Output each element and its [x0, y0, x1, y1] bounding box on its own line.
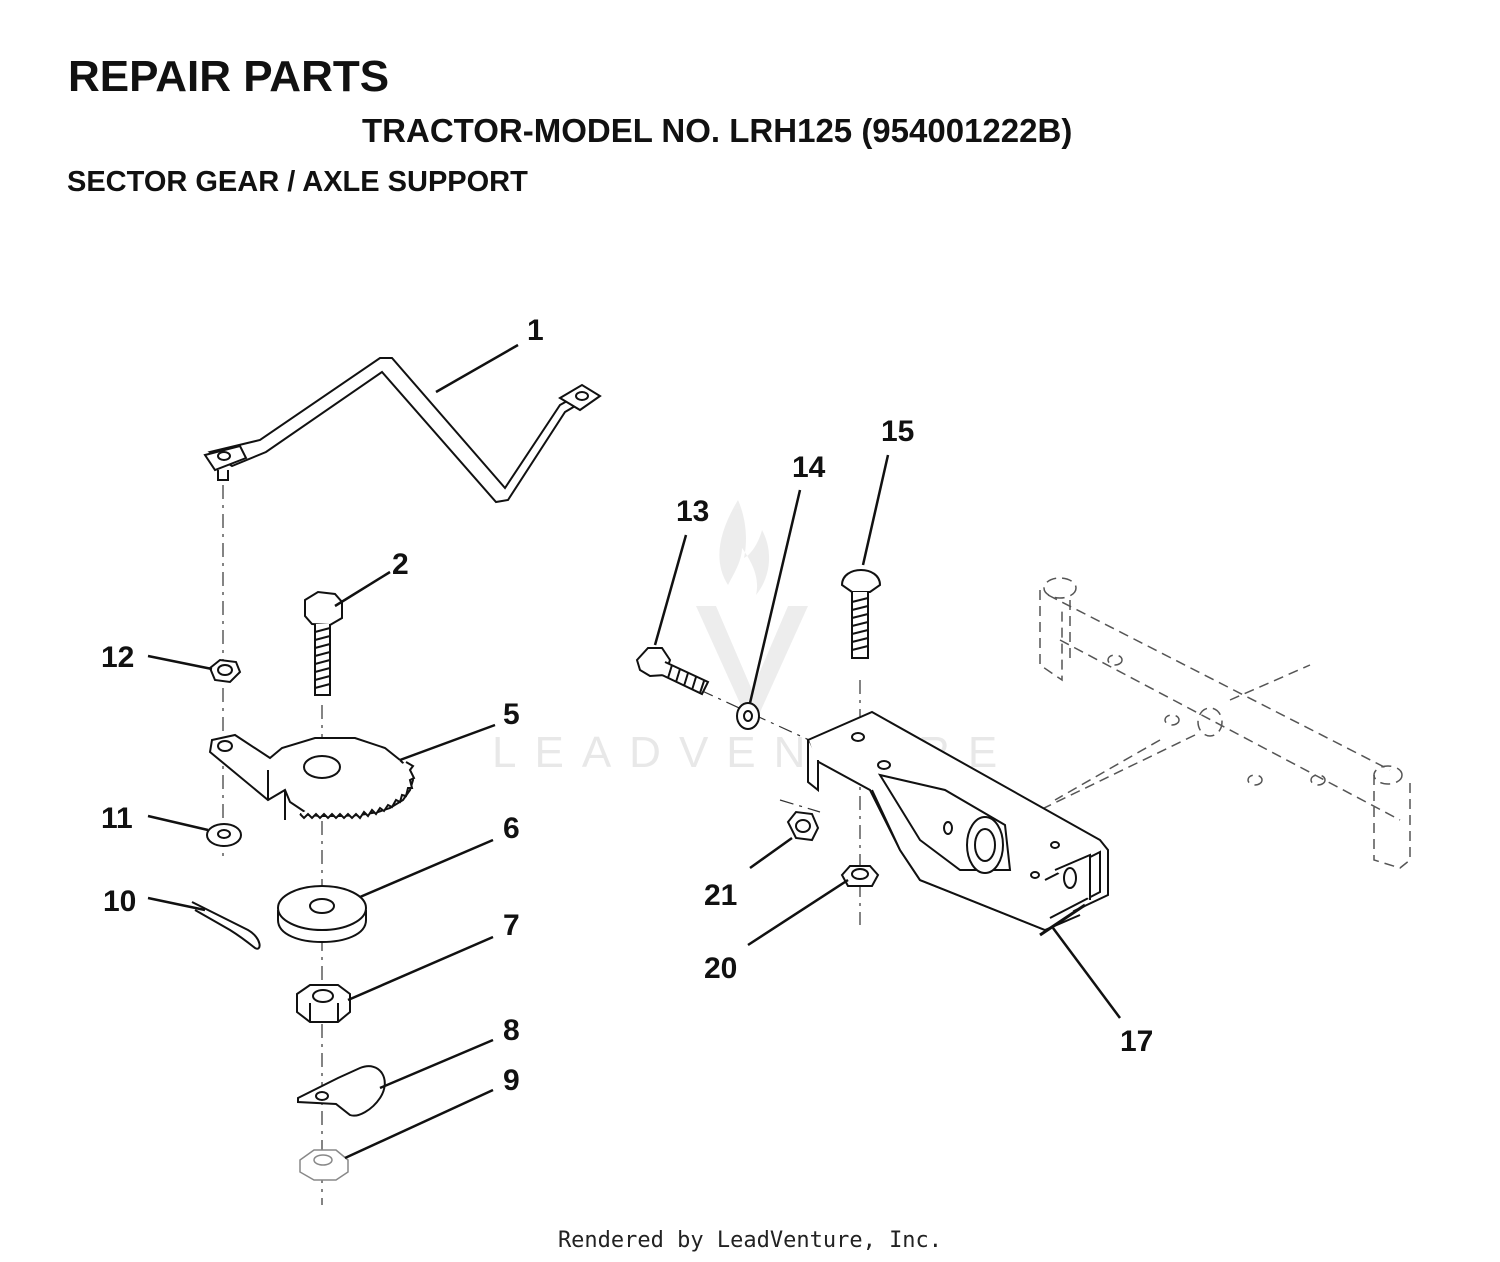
callout-labels: 1 2 5 6 7 8 9 10 11 12 13 14 15 17 20 21 [101, 314, 1153, 1097]
callout-15: 15 [881, 415, 914, 448]
callout-8: 8 [503, 1014, 520, 1047]
callout-20: 20 [704, 952, 737, 985]
washer-part-11 [206, 823, 242, 847]
callout-10: 10 [103, 885, 136, 918]
nut-part-21 [786, 810, 820, 842]
callout-21: 21 [704, 879, 737, 912]
callout-13: 13 [676, 495, 709, 528]
callout-11: 11 [101, 802, 133, 835]
page-title: REPAIR PARTS [68, 52, 390, 101]
footer-credit: Rendered by LeadVenture, Inc. [557, 1228, 943, 1253]
callout-7: 7 [503, 909, 520, 942]
model-title: TRACTOR-MODEL NO. LRH125 (954001222B) [362, 112, 1073, 149]
spacer-part-6 [277, 885, 367, 944]
section-title: SECTOR GEAR / AXLE SUPPORT [67, 166, 528, 198]
callout-17: 17 [1120, 1025, 1153, 1058]
callout-2: 2 [392, 548, 409, 581]
callout-6: 6 [503, 812, 520, 845]
leadventure-watermark: LEADVENTURE [492, 500, 997, 777]
leader-lines [147, 343, 1122, 1160]
callout-12: 12 [101, 641, 134, 674]
callout-1: 1 [527, 314, 544, 347]
hex-nut-part-7 [296, 984, 351, 1023]
callout-5: 5 [503, 698, 520, 731]
bolt-part-2 [304, 590, 343, 696]
axle-support-part-17 [806, 710, 1109, 937]
nut-part-20 [840, 865, 880, 887]
clip-part-8 [297, 1065, 386, 1117]
bolt-part-13 [635, 647, 710, 696]
callout-9: 9 [503, 1064, 520, 1097]
carriage-bolt-part-15 [840, 569, 882, 659]
sector-gear-part [208, 733, 416, 820]
nut-part-12 [208, 658, 242, 684]
washer-part-14 [736, 702, 760, 730]
drag-link-part [203, 357, 602, 504]
nut-part-9 [299, 1149, 349, 1181]
axle-phantom [1039, 577, 1411, 869]
callout-14: 14 [792, 451, 826, 484]
cotter-pin-part-10 [191, 901, 261, 950]
